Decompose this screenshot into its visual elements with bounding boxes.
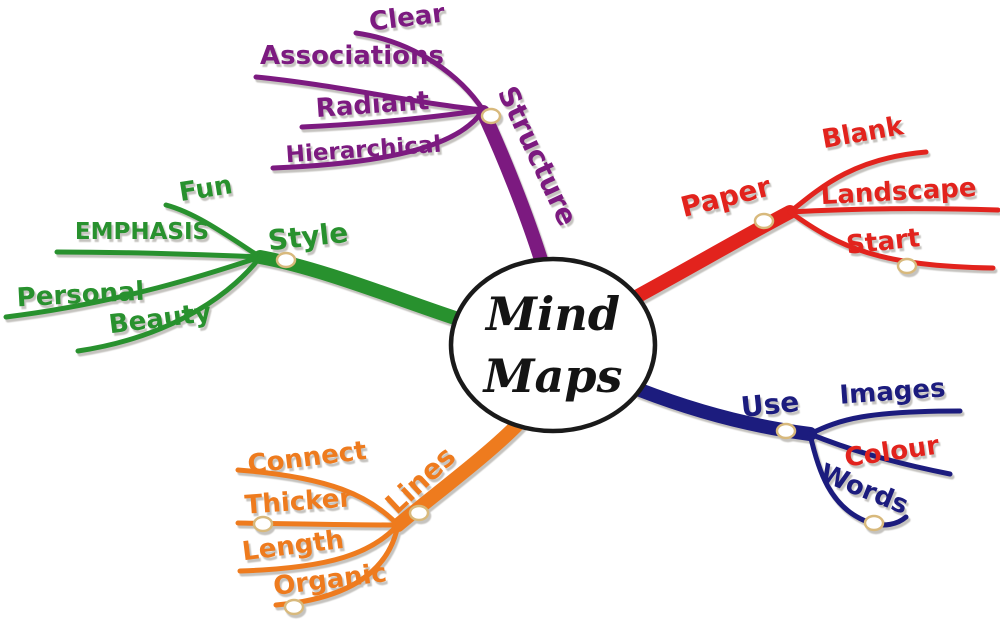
branch-structure: Structure Clear Associations Radiant Hie… bbox=[253, 0, 584, 270]
style-child-personal-label: Personal bbox=[16, 277, 145, 314]
branch-style: Style Fun EMPHASIS Personal Beauty bbox=[3, 170, 462, 354]
style-child-fun-label: Fun bbox=[177, 170, 235, 208]
lines-junction-dot bbox=[408, 504, 430, 522]
center-title-line1: Mind bbox=[484, 287, 620, 341]
structure-junction-dot bbox=[480, 107, 502, 125]
paper-stem bbox=[631, 205, 797, 303]
structure-child-associations-label: Associations bbox=[260, 41, 444, 71]
branch-paper: Paper Blank Landscape Start bbox=[631, 111, 1000, 303]
start-end-dot bbox=[896, 257, 918, 275]
style-child-emphasis-line bbox=[54, 249, 263, 260]
use-junction-dot bbox=[775, 422, 797, 440]
style-child-fun-line bbox=[163, 202, 263, 260]
paper-child-start-line bbox=[787, 209, 996, 271]
lines-child-connect-line bbox=[235, 467, 401, 528]
organic-end-dot bbox=[283, 598, 305, 616]
structure-child-clear-label: Clear bbox=[367, 0, 446, 38]
thicker-end-dot bbox=[252, 515, 274, 533]
style-child-beauty-line bbox=[75, 254, 263, 354]
style-junction-dot bbox=[275, 251, 297, 269]
paper-child-start-label: Start bbox=[845, 223, 922, 261]
use-child-words-line bbox=[807, 431, 909, 528]
center-ellipse bbox=[448, 256, 658, 434]
use-label: Use bbox=[739, 385, 801, 424]
paper-child-blank-label: Blank bbox=[820, 111, 907, 155]
center-title-line2: Maps bbox=[482, 349, 623, 403]
structure-child-clear-line bbox=[353, 30, 486, 113]
paper-child-landscape-label: Landscape bbox=[820, 173, 977, 211]
paper-child-landscape-line bbox=[787, 206, 1000, 215]
style-child-emphasis-label: EMPHASIS bbox=[75, 219, 209, 245]
structure-child-associations-line bbox=[253, 74, 486, 113]
lines-child-organic-line bbox=[273, 522, 401, 608]
lines-child-connect-label: Connect bbox=[246, 436, 368, 480]
structure-stem bbox=[476, 105, 549, 270]
use-child-images-label: Images bbox=[839, 373, 947, 410]
structure-child-hierarchical-label: Hierarchical bbox=[285, 132, 442, 169]
paper-child-blank-line bbox=[787, 149, 929, 215]
use-child-colour-line bbox=[807, 431, 953, 477]
branch-use: Use Images Colour Words bbox=[633, 373, 963, 532]
structure-child-radiant-line bbox=[299, 107, 486, 130]
style-label: Style bbox=[266, 216, 349, 257]
center-node: Mind Maps bbox=[448, 256, 658, 434]
words-end-dot bbox=[863, 514, 885, 532]
paper-junction-dot bbox=[753, 212, 775, 230]
branch-lines: Lines Connect Thicker Length Organic bbox=[235, 417, 525, 616]
lines-child-length-line bbox=[237, 522, 401, 574]
lines-child-thicker-label: Thicker bbox=[244, 483, 354, 520]
style-child-personal-line bbox=[3, 254, 263, 320]
structure-child-hierarchical-line bbox=[270, 107, 486, 171]
use-child-images-line bbox=[807, 408, 963, 437]
